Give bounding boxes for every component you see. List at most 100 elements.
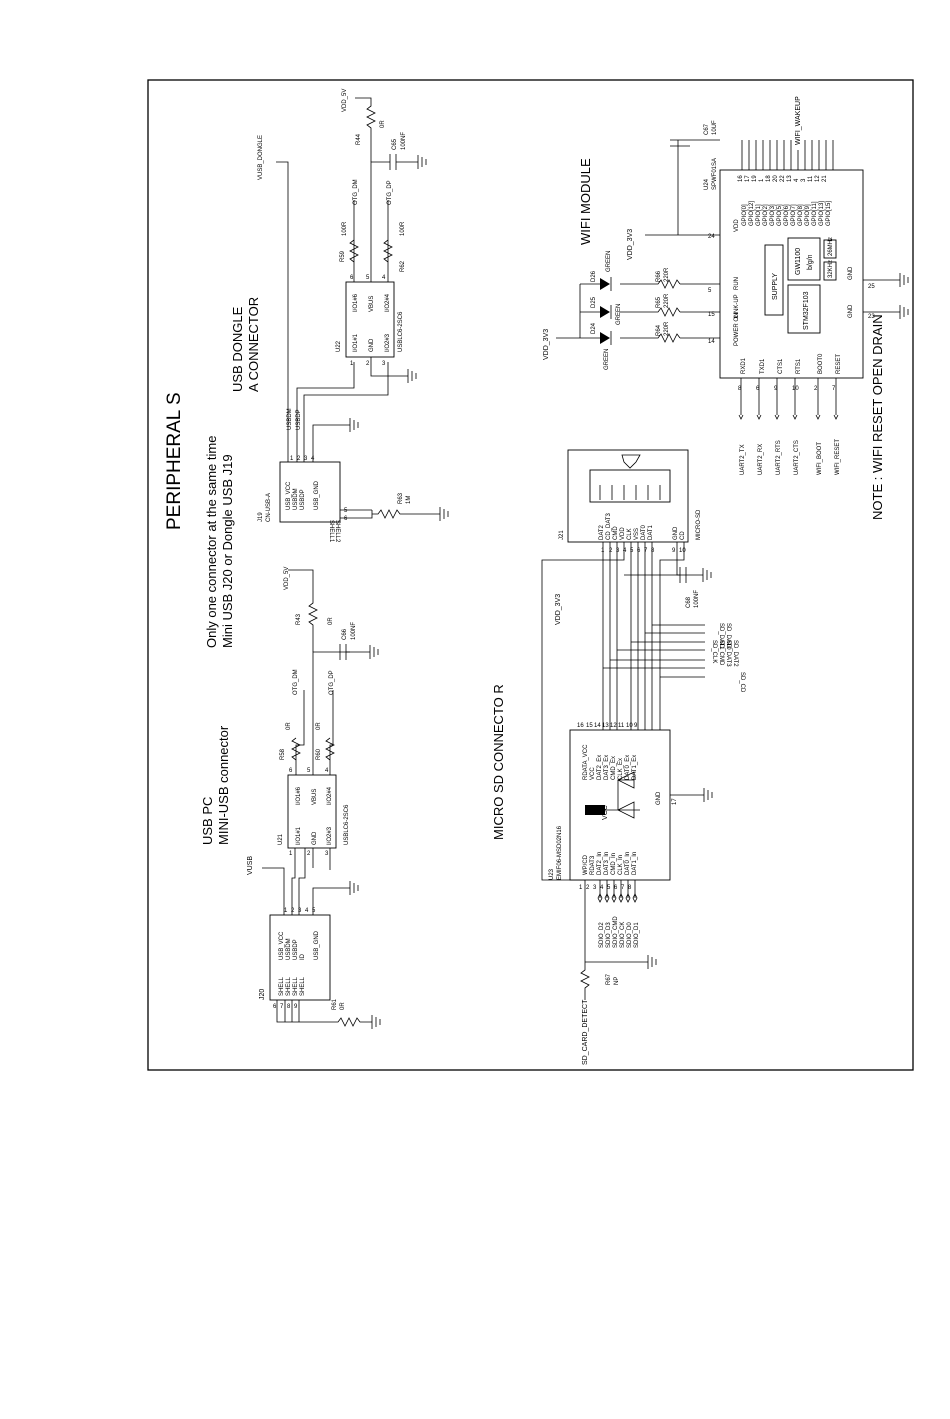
svg-text:10: 10 xyxy=(679,548,686,554)
svg-text:220R: 220R xyxy=(664,321,670,336)
svg-text:D26: D26 xyxy=(591,270,597,282)
svg-text:NP: NP xyxy=(614,977,620,985)
svg-text:11: 11 xyxy=(618,723,625,729)
svg-text:22: 22 xyxy=(780,175,786,182)
svg-text:SD_DAT1: SD_DAT1 xyxy=(718,623,724,650)
svg-text:OTG_DP: OTG_DP xyxy=(387,180,393,205)
svg-text:MICRO-SD: MICRO-SD xyxy=(696,509,702,540)
svg-text:U22: U22 xyxy=(336,340,342,352)
svg-text:R60: R60 xyxy=(316,748,322,760)
svg-text:CD: CD xyxy=(680,531,686,540)
svg-text:GREEN: GREEN xyxy=(606,251,612,272)
svg-text:STM32F103: STM32F103 xyxy=(803,291,810,330)
net-vusb: VUSB xyxy=(247,856,254,875)
svg-text:WP/CD: WP/CD xyxy=(583,854,589,875)
svg-text:RESET: RESET xyxy=(836,354,842,374)
svg-text:GREEN: GREEN xyxy=(604,349,610,370)
svg-text:BOOT0: BOOT0 xyxy=(818,353,824,374)
j19-connector: J19 CN-USB-A USB_VCC USBDM USBDP USB_GND… xyxy=(258,456,348,543)
svg-text:C68: C68 xyxy=(686,596,692,608)
svg-text:GND: GND xyxy=(656,791,662,805)
svg-text:J21: J21 xyxy=(559,530,565,540)
svg-text:0R: 0R xyxy=(380,120,386,128)
usb-dongle-title: USB DONGLE xyxy=(230,306,245,392)
svg-text:CN-USB-A: CN-USB-A xyxy=(266,493,272,522)
svg-text:GPIO[7]: GPIO[7] xyxy=(791,204,797,226)
svg-text:WIFI_BOOT: WIFI_BOOT xyxy=(817,442,823,475)
only-one-line2: Mini USB J20 or Dongle USB J19 xyxy=(220,454,235,648)
svg-text:SDIO_CK: SDIO_CK xyxy=(620,922,626,948)
svg-text:5: 5 xyxy=(630,548,634,554)
svg-text:R61: R61 xyxy=(332,998,338,1010)
svg-text:17: 17 xyxy=(745,175,751,182)
svg-text:WIFI_RESET: WIFI_RESET xyxy=(835,439,841,475)
svg-text:I/O2#3: I/O2#3 xyxy=(385,333,391,352)
svg-text:220R: 220R xyxy=(664,293,670,308)
svg-text:VDD_3V3: VDD_3V3 xyxy=(627,229,634,260)
svg-text:100R: 100R xyxy=(400,221,406,236)
microsd-title: MICRO SD CONNECTO R xyxy=(491,684,506,840)
svg-text:13: 13 xyxy=(602,723,609,729)
sheet-title: PERIPHERAL S xyxy=(164,392,185,530)
svg-text:I/O2#4: I/O2#4 xyxy=(385,293,391,312)
svg-text:1: 1 xyxy=(289,851,293,857)
svg-text:DAT0: DAT0 xyxy=(641,524,647,540)
usb-pc-subtitle: MINI-USB connector xyxy=(216,725,231,845)
svg-text:3: 3 xyxy=(298,908,302,914)
svg-text:2: 2 xyxy=(586,885,590,891)
svg-text:SHELL: SHELL xyxy=(293,976,299,996)
svg-text:DAT2_Ex: DAT2_Ex xyxy=(597,755,603,780)
svg-text:0R: 0R xyxy=(328,617,334,625)
svg-text:2: 2 xyxy=(366,361,370,367)
svg-text:SD_CD: SD_CD xyxy=(739,672,745,693)
svg-text:3: 3 xyxy=(382,361,386,367)
svg-text:8: 8 xyxy=(628,885,632,891)
svg-text:CLK_Ex: CLK_Ex xyxy=(618,758,624,780)
svg-text:14: 14 xyxy=(708,339,715,345)
svg-text:J19: J19 xyxy=(258,512,264,522)
svg-text:9: 9 xyxy=(294,1004,298,1010)
svg-text:GPIO[13]: GPIO[13] xyxy=(819,201,825,226)
svg-text:16: 16 xyxy=(577,723,584,729)
svg-text:VUSB_DONGLE: VUSB_DONGLE xyxy=(258,135,264,180)
svg-text:5: 5 xyxy=(312,908,316,914)
svg-text:SHELL: SHELL xyxy=(279,976,285,996)
svg-text:OTG_DM: OTG_DM xyxy=(353,179,359,205)
usb-pc-title: USB PC xyxy=(200,797,215,845)
svg-text:2: 2 xyxy=(291,908,295,914)
svg-text:USB_VCC: USB_VCC xyxy=(279,931,285,960)
svg-text:2: 2 xyxy=(814,386,818,392)
svg-text:I/O1#6: I/O1#6 xyxy=(353,293,359,312)
svg-text:SDIO_D3: SDIO_D3 xyxy=(606,922,612,948)
svg-text:TXD1: TXD1 xyxy=(760,358,766,374)
svg-text:RDATA_VCC: RDATA_VCC xyxy=(583,744,589,780)
svg-text:8: 8 xyxy=(651,548,655,554)
svg-text:R64: R64 xyxy=(656,324,662,336)
svg-text:2: 2 xyxy=(297,456,301,462)
svg-text:9: 9 xyxy=(634,723,638,729)
svg-text:GPIO[6]: GPIO[6] xyxy=(784,204,790,226)
svg-text:6: 6 xyxy=(637,548,641,554)
svg-text:WIFI_WAKEUP: WIFI_WAKEUP xyxy=(795,96,802,145)
svg-text:D24: D24 xyxy=(591,322,597,334)
svg-text:VCC: VCC xyxy=(602,805,609,820)
svg-text:I/O1#1: I/O1#1 xyxy=(353,333,359,352)
svg-text:VDD_3V3: VDD_3V3 xyxy=(555,594,562,625)
svg-text:SDIO_D0: SDIO_D0 xyxy=(627,922,633,948)
svg-text:R58: R58 xyxy=(280,748,286,760)
svg-text:220R: 220R xyxy=(664,267,670,282)
svg-text:0R: 0R xyxy=(340,1002,346,1010)
svg-text:4: 4 xyxy=(623,548,627,554)
svg-text:OTG_DP: OTG_DP xyxy=(329,670,335,695)
svg-text:100R: 100R xyxy=(342,221,348,236)
svg-text:UART2_RX: UART2_RX xyxy=(758,444,764,475)
svg-text:RTS1: RTS1 xyxy=(796,358,802,374)
svg-text:GPIO[15]: GPIO[15] xyxy=(826,201,832,226)
svg-text:CMD: CMD xyxy=(613,526,619,540)
svg-text:R66: R66 xyxy=(656,270,662,282)
svg-text:7: 7 xyxy=(644,548,648,554)
svg-text:7: 7 xyxy=(832,386,836,392)
svg-text:CLK_In: CLK_In xyxy=(618,855,624,875)
